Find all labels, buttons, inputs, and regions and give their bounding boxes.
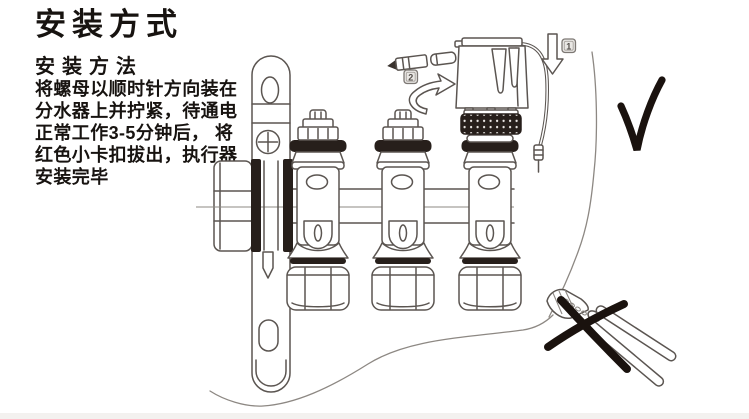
instruction-line: 将螺母以顺时针方向装在 xyxy=(35,79,238,99)
manifold-end-nut xyxy=(213,160,253,252)
step2-release-pin xyxy=(387,51,457,71)
rotate-arrow-icon xyxy=(408,73,456,115)
step1-arrow-icon xyxy=(541,33,564,75)
step2-badge: 2 xyxy=(403,69,419,85)
instruction-text-block: 安装方式 安装方法 将螺母以顺时针方向装在 分水器上并拧紧，待通电 正常工作3-… xyxy=(35,8,250,188)
step1-number: 1 xyxy=(566,41,571,51)
valve-1 xyxy=(286,109,350,311)
background-contour-bottom xyxy=(209,314,554,407)
step2-number: 2 xyxy=(408,72,413,82)
thermal-actuator xyxy=(454,37,549,173)
bracket-seal-bands xyxy=(251,159,293,279)
checkmark-icon xyxy=(617,76,666,151)
knurled-locknut xyxy=(460,113,522,135)
valve-2 xyxy=(371,109,435,311)
mounting-bracket xyxy=(251,55,291,393)
instruction-line: 安装完毕 xyxy=(35,167,109,187)
instruction-line: 正常工作3-5分钟后， 将 xyxy=(35,123,234,143)
instruction-line: 红色小卡扣拔出，执行器 xyxy=(35,145,238,165)
cross-icon xyxy=(544,296,631,373)
cable-connector xyxy=(533,144,544,161)
section-heading: 安装方法 xyxy=(35,56,143,78)
bleeder-pin xyxy=(262,251,274,279)
page-edge-strip xyxy=(0,413,749,419)
page-title: 安装方式 xyxy=(35,7,183,42)
valve-3 xyxy=(458,129,522,311)
step1-badge: 1 xyxy=(561,38,577,54)
background-contour-right xyxy=(548,51,598,318)
instruction-line: 分水器上并拧紧，待通电 xyxy=(35,101,238,121)
actuator-cap xyxy=(461,37,523,47)
